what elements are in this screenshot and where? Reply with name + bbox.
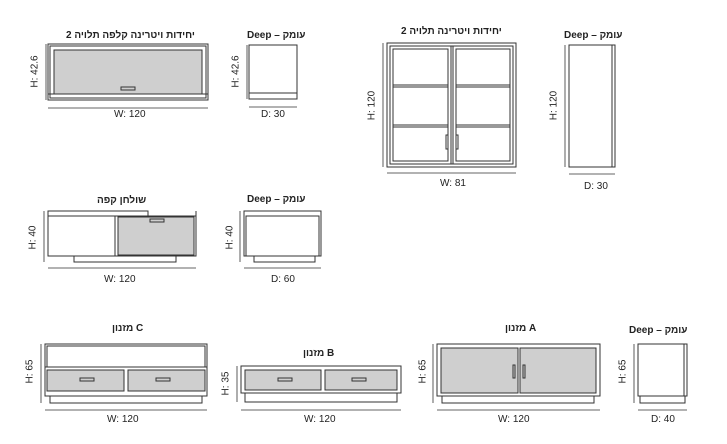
vitrine-title: 2 יחידות ויטרינה תלויה	[401, 26, 502, 37]
console-side-depth: D: 40	[651, 414, 675, 425]
console-side-height: H: 65	[617, 359, 629, 384]
vitrine-side-body	[568, 44, 616, 168]
wall-flap-side-body	[248, 44, 298, 100]
vitrine-height: H: 120	[366, 90, 378, 121]
wall-flap-side-title: Deep – עומק	[247, 30, 306, 41]
wall-flap-inner	[49, 45, 207, 99]
wall-flap-body	[47, 43, 209, 101]
console-b-title: מזנון B	[303, 348, 335, 359]
vitrine-side-depth: D: 30	[584, 181, 608, 192]
coffee-side-height: H: 40	[224, 225, 236, 250]
coffee-side-title: Deep – עומק	[247, 194, 306, 205]
vitrine-body	[386, 42, 517, 168]
console-side-body	[637, 343, 688, 397]
coffee-top	[47, 210, 149, 217]
wall-flap-side-height: H: 42.6	[230, 55, 242, 88]
vitrine-side-title: Deep – עומק	[564, 30, 623, 41]
console-c-title: מזנון C	[112, 323, 144, 334]
coffee-height: H: 40	[27, 225, 39, 250]
console-b-height: H: 35	[220, 371, 232, 396]
console-side-title: Deep – עומק	[629, 325, 688, 336]
wall-flap-height: H: 42.6	[29, 55, 41, 88]
vitrine-handle-left	[445, 134, 449, 150]
coffee-title: שולחן קפה	[97, 195, 147, 206]
coffee-base	[73, 255, 177, 263]
vitrine-handle-right	[455, 134, 459, 150]
wall-flap-title: 2 יחידות ויטרינה קלפה תלויה	[66, 30, 195, 41]
console-b-width: W: 120	[304, 414, 336, 425]
console-c-height: H: 65	[24, 359, 36, 384]
coffee-side-body	[243, 210, 322, 257]
console-a-title: מזנון A	[505, 323, 537, 334]
wall-flap-width: W: 120	[114, 109, 146, 120]
console-a-width: W: 120	[498, 414, 530, 425]
vitrine-side-height: H: 120	[548, 90, 560, 121]
console-c-width: W: 120	[107, 414, 139, 425]
vitrine-width: W: 81	[440, 178, 466, 189]
coffee-width: W: 120	[104, 274, 136, 285]
coffee-drawer	[117, 216, 195, 256]
coffee-side-depth: D: 60	[271, 274, 295, 285]
console-a-height: H: 65	[417, 359, 429, 384]
wall-flap-side-depth: D: 30	[261, 109, 285, 120]
wall-flap-handle	[120, 86, 136, 91]
